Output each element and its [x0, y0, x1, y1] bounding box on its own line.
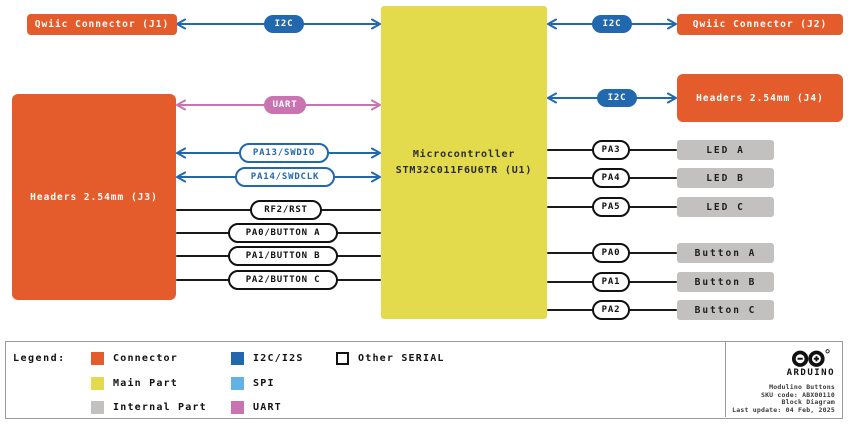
legend-label-spi: SPI	[253, 378, 275, 389]
block-headers-j3: Headers 2.54mm (J3)	[12, 94, 176, 300]
sku-code: SKU code: ABX00110	[760, 390, 835, 399]
legend-swatch-main-part	[91, 377, 104, 390]
mcu-part-number: STM32C011F6U6TR (U1)	[395, 164, 533, 176]
block-led-a: LED A	[677, 140, 774, 160]
legend-label-i2c-i2s: I2C/I2S	[253, 353, 304, 364]
pin-pill-pa1: PA1	[592, 272, 630, 292]
legend-title: Legend:	[13, 353, 66, 364]
product-name: Modulino Buttons	[769, 383, 835, 391]
title-block: ARDUINO Modulino Buttons SKU code: ABX00…	[725, 342, 841, 417]
block-led-b: LED B	[677, 168, 774, 188]
pin-pill-rf2-rst: RF2/RST	[250, 200, 322, 220]
pin-pill-pa2-button-c: PA2/BUTTON C	[228, 270, 338, 290]
block-led-c: LED C	[677, 197, 774, 217]
legend-label-connector: Connector	[113, 353, 178, 364]
legend-swatch-i2c-i2s	[231, 352, 244, 365]
pin-pill-pa0: PA0	[592, 243, 630, 263]
legend-swatch-uart	[231, 401, 244, 414]
doc-type: Block Diagram	[781, 398, 835, 407]
block-qwiic-connector-j2: Qwiic Connector (J2)	[677, 14, 843, 35]
pin-pill-pa3: PA3	[592, 140, 630, 160]
arduino-logo-icon	[791, 349, 830, 367]
pin-pill-pa4: PA4	[592, 168, 630, 188]
pin-pill-pa2: PA2	[592, 300, 630, 320]
last-update: Last update: 04 Feb, 2025	[732, 405, 835, 414]
block-button-b: Button B	[677, 272, 774, 292]
bus-pill-i2c-j2: I2C	[592, 15, 632, 33]
legend-swatch-connector	[91, 352, 104, 365]
arduino-brand-text: ARDUINO	[786, 368, 835, 378]
legend-label-internal-part: Internal Part	[113, 402, 207, 413]
bus-pill-uart: UART	[264, 96, 306, 114]
legend-swatch-internal-part	[91, 401, 104, 414]
legend-swatch-other-serial	[336, 352, 349, 365]
pin-pill-pa5: PA5	[592, 197, 630, 217]
legend-label-main-part: Main Part	[113, 378, 178, 389]
mcu-title: Microcontroller	[412, 148, 516, 160]
block-button-c: Button C	[677, 300, 774, 320]
pin-pill-pa0-button-a: PA0/BUTTON A	[228, 223, 338, 243]
legend-label-other-serial: Other SERIAL	[358, 353, 445, 364]
bus-pill-i2c-j1: I2C	[264, 15, 304, 33]
bus-pill-i2c-j4: I2C	[597, 89, 637, 107]
block-qwiic-connector-j1: Qwiic Connector (J1)	[27, 14, 177, 35]
pin-pill-pa1-button-b: PA1/BUTTON B	[228, 246, 338, 266]
legend-swatch-spi	[231, 377, 244, 390]
legend-panel: Legend: Connector Main Part Internal Par…	[5, 341, 843, 419]
block-microcontroller: Microcontroller STM32C011F6U6TR (U1)	[381, 6, 547, 319]
block-headers-j4: Headers 2.54mm (J4)	[677, 74, 843, 122]
legend-label-uart: UART	[253, 402, 282, 413]
pin-pill-pa14-swdclk: PA14/SWDCLK	[235, 167, 335, 187]
block-button-a: Button A	[677, 243, 774, 263]
pin-pill-pa13-swdio: PA13/SWDIO	[239, 143, 329, 163]
